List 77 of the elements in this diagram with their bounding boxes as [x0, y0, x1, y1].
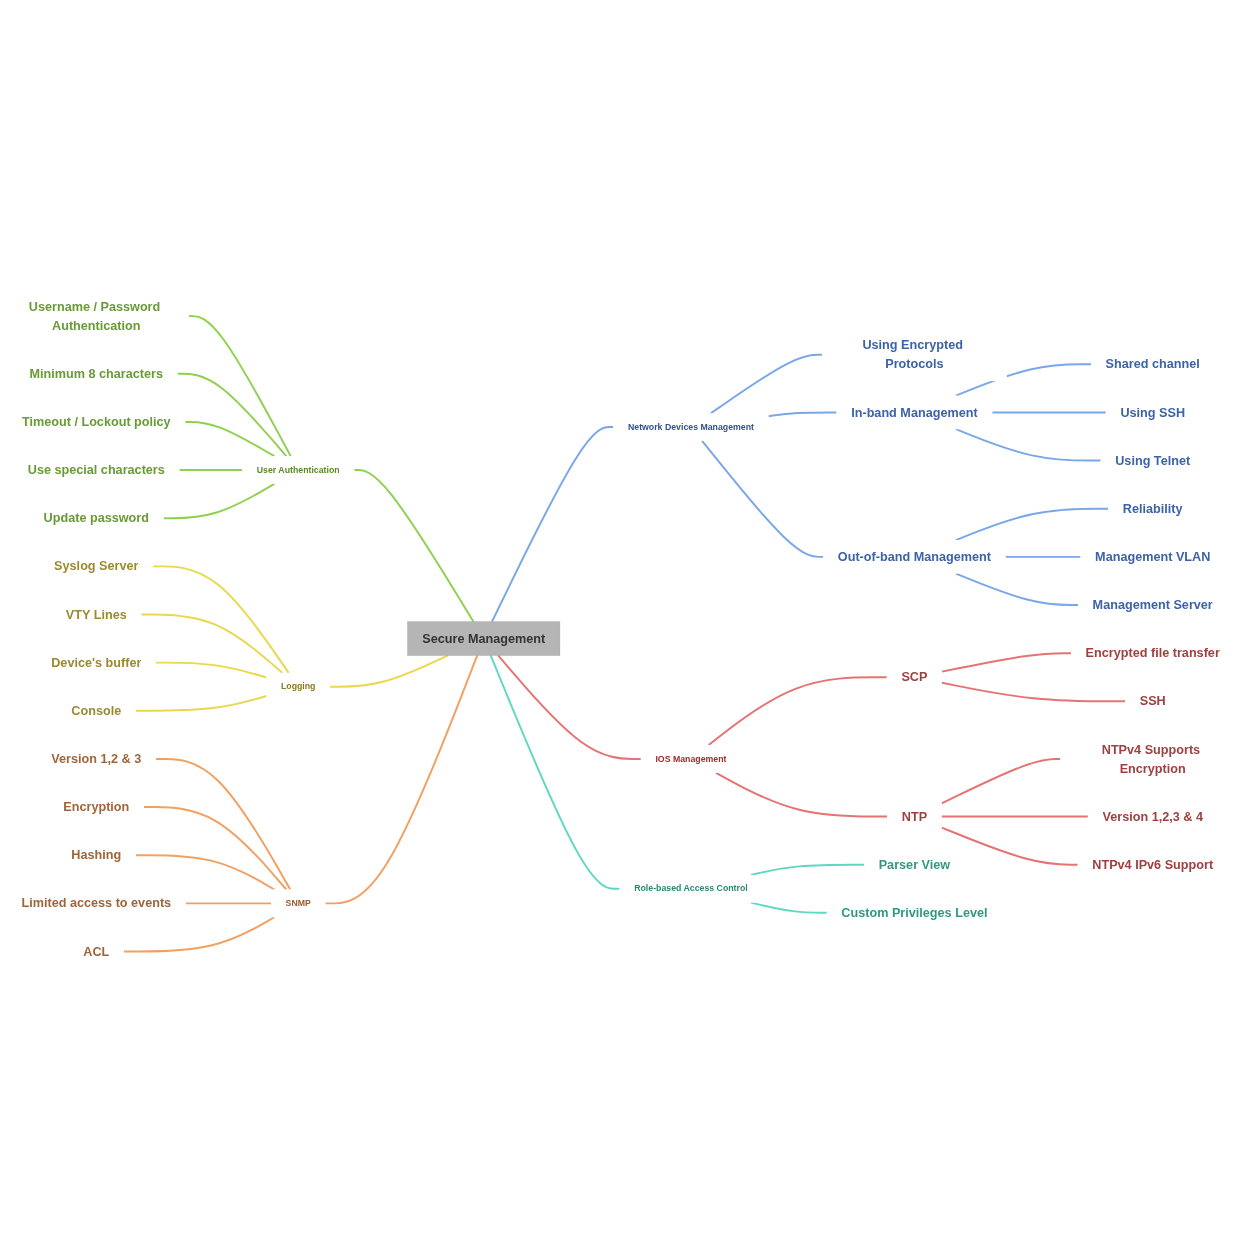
node-text: Limited access to events — [21, 895, 172, 911]
connector — [142, 806, 288, 891]
connector — [954, 428, 1102, 462]
connector — [154, 757, 292, 891]
connector — [162, 482, 276, 520]
node-text: Username / Password Authentication — [28, 299, 161, 333]
node-text: Timeout / Lockout policy — [21, 414, 171, 429]
node-text: NTP — [901, 808, 928, 824]
node-text: Management Server — [1092, 597, 1213, 612]
connector — [941, 681, 1127, 703]
node-text: NTPv4 Supports Encryption — [1101, 741, 1201, 776]
connector — [353, 469, 475, 623]
node-text: Use special characters — [27, 462, 165, 478]
connector — [152, 565, 290, 674]
connector — [1004, 555, 1082, 558]
node-text: SCP — [901, 669, 928, 685]
connector — [940, 815, 1089, 818]
connector — [715, 771, 889, 818]
node-text: User Authentication — [256, 464, 340, 475]
connector — [940, 826, 1079, 866]
node-text: Version 1,2,3 & 4 — [1102, 808, 1203, 824]
connector — [178, 469, 244, 471]
node-text: Encrypted file transfer — [1085, 645, 1220, 661]
connector — [750, 901, 828, 914]
node-text: SNMP — [285, 898, 311, 908]
connector — [954, 572, 1079, 606]
connector — [324, 654, 479, 905]
node-text: Logging — [280, 681, 316, 692]
connector — [954, 363, 1092, 397]
connector — [701, 439, 825, 558]
connector — [954, 507, 1110, 541]
node-text: Syslog Server — [54, 558, 139, 574]
connector — [187, 315, 292, 458]
node-text: Using SSH — [1120, 404, 1186, 420]
connector — [941, 652, 1072, 673]
connector — [767, 411, 838, 418]
node-text: Role-based Access Control — [634, 883, 748, 894]
connector — [707, 676, 888, 746]
node-text: Update password — [43, 510, 149, 526]
connector — [134, 854, 276, 891]
connector — [750, 863, 866, 876]
node-text: Device's buffer — [51, 655, 142, 670]
connector — [497, 654, 642, 760]
connector — [155, 661, 268, 679]
node-text: Encryption — [63, 799, 130, 815]
node-text: SSH — [1139, 693, 1166, 709]
connector — [140, 613, 284, 674]
node-text: VTY Lines — [65, 606, 127, 622]
connector — [329, 654, 449, 688]
connector — [710, 353, 823, 415]
node-text: Reliability — [1122, 501, 1183, 516]
node-text: Using Telnet — [1115, 452, 1191, 468]
node-text: Custom Privileges Level — [841, 905, 988, 920]
connector — [122, 916, 276, 953]
node-text: Minimum 8 characters — [29, 366, 164, 381]
node-box: Secure Management — [407, 621, 561, 656]
node-text: In-band Management — [851, 404, 978, 420]
connector — [176, 372, 288, 458]
connector — [184, 902, 272, 905]
node-text: Version 1,2 & 3 — [51, 751, 142, 766]
node-text: Parser View — [878, 857, 951, 872]
connector — [184, 420, 276, 458]
node-text: Shared channel — [1105, 356, 1200, 372]
node-text: Out-of-band Management — [837, 549, 991, 564]
connector — [490, 425, 615, 623]
node-text: Using Encrypted Protocols — [862, 337, 963, 372]
connector — [134, 694, 268, 712]
connector — [991, 411, 1107, 414]
node-text: ACL — [83, 943, 110, 959]
node-text: Network Devices Management — [627, 421, 754, 432]
connector — [489, 654, 621, 890]
node-text: NTPv4 IPv6 Support — [1092, 857, 1214, 872]
node-text: Console — [71, 703, 122, 718]
connector — [940, 757, 1062, 805]
node-text: IOS Management — [655, 753, 727, 764]
node-text: Hashing — [71, 847, 122, 863]
node-text: Management VLAN — [1095, 549, 1211, 564]
